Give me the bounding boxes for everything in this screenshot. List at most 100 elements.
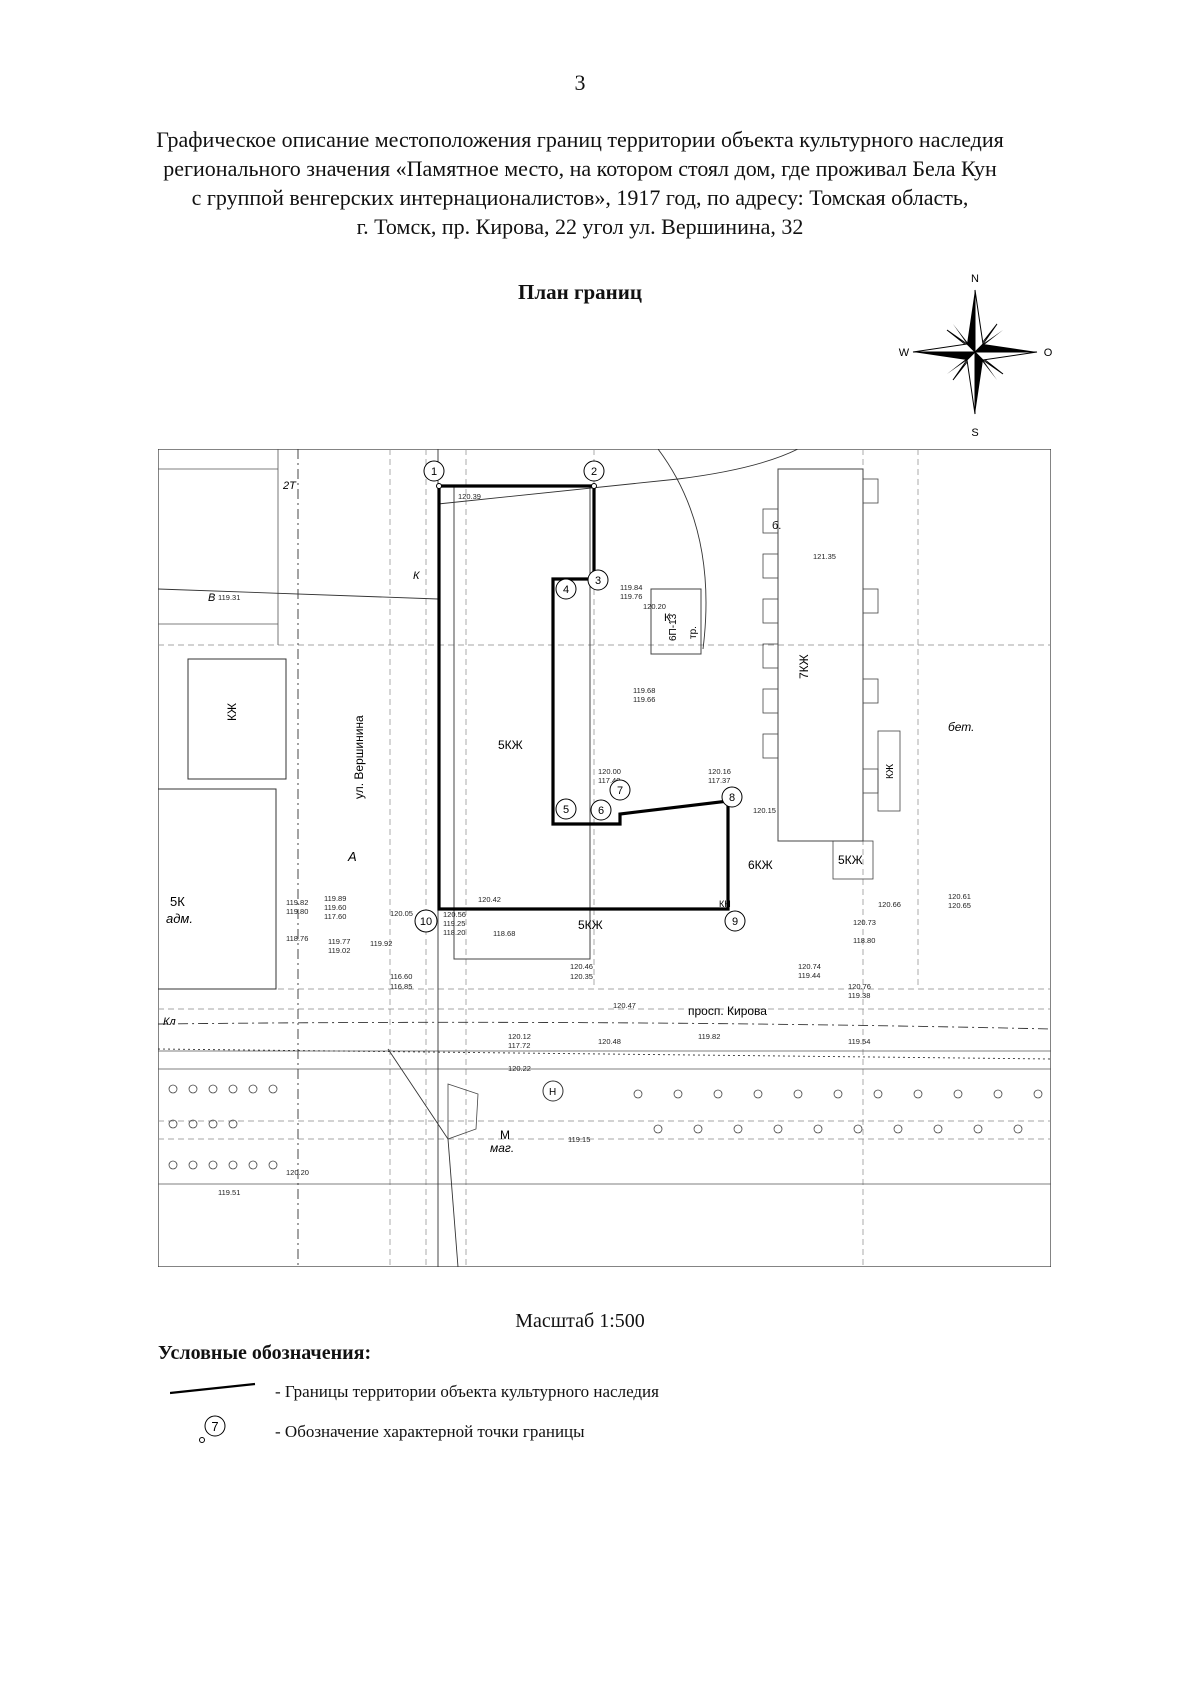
elevation-mark: 118.68 [493,929,515,938]
elevation-mark: 120.22 [508,1064,531,1073]
elevation-mark: 119.38 [848,991,870,1000]
elevation-mark: 120.35 [570,972,593,981]
elevation-mark: 119.54 [848,1037,870,1046]
main-building-label-lower: 5КЖ [578,918,603,932]
elevation-mark: 116.85 [390,982,412,991]
right-small-label: 5КЖ [838,853,863,867]
svg-text:5: 5 [563,804,569,816]
elevation-mark: 117.72 [508,1041,530,1050]
elevation-mark: 120.20 [643,602,666,611]
bet-label: бет. [948,720,974,734]
right-building-label: 7КЖ [797,654,811,679]
title-line: Графическое описание местоположения гран… [156,127,1004,152]
boundary-points: 1 2 3 4 5 6 7 8 9 10 [414,460,746,933]
left-building-label: КЖ [225,703,239,721]
elevation-mark: 120.56 [443,910,466,919]
svg-text:6: 6 [598,805,604,817]
svg-text:8: 8 [729,792,735,804]
elevation-mark: 119.66 [633,695,655,704]
boundary-point-10: 10 [414,909,438,933]
compass-rose-icon: N S W O [899,273,1053,439]
elevation-mark: 119.84 [620,583,642,592]
elevation-mark: 119.76 [620,592,642,601]
elevation-mark: 120.47 [613,1001,636,1010]
boundary-point-3: 3 [587,569,609,591]
utility-label-2t: 2Т [282,480,297,492]
boundary-point-5: 5 [555,798,577,820]
shop-label-2: маг. [490,1141,514,1155]
boundary-point-7: 7 [609,779,631,801]
title-line: с группой венгерских интернационалистов»… [191,185,969,210]
shop-label-1: М [500,1128,510,1142]
title-line: регионального значения «Памятное место, … [163,156,997,181]
kiosk-label-2: КН [719,899,731,909]
svg-text:2: 2 [591,466,597,478]
elevation-mark: 120.61 [948,892,971,901]
boundary-point-legend-icon: 7 [199,1415,226,1443]
elevation-mark: 119.77 [328,937,350,946]
elevation-mark: 120.12 [508,1032,531,1041]
elevation-mark: 117.37 [708,776,730,785]
utility-label-kl: Кл [163,1016,176,1028]
heritage-boundary [437,484,730,911]
garage-label: К [664,612,671,624]
left-adm-label-2: адм. [166,911,193,926]
right-small-label-2: 6КЖ [748,858,773,872]
elevation-mark: 119.02 [328,946,350,955]
elevation-mark: 119.82 [286,898,308,907]
kiosk-label-1: КЖ [885,763,896,779]
elevation-mark: 120.73 [853,918,876,927]
elevation-mark: 119.80 [286,907,308,916]
compass-w: W [899,347,910,359]
elevation-mark: 119.89 [324,894,346,903]
svg-text:7: 7 [617,785,623,797]
compass-n: N [971,273,979,285]
elevation-mark: 121.35 [813,552,836,561]
compass-o: O [1044,347,1053,359]
utility-label-v: В [208,592,215,604]
elevation-mark: 120.46 [570,962,593,971]
page-number: 3 [574,70,586,95]
garage-label-2: 6П-13 [668,613,679,641]
street-label-vershinina: ул. Вершинина [352,715,366,799]
garage-label-3: тр. [688,626,699,639]
main-building-label-upper: 5КЖ [498,738,523,752]
svg-text:3: 3 [595,575,601,587]
boundary-point-9: 9 [724,910,746,932]
legend-point-number: 7 [211,1419,218,1434]
boundary-point-8: 8 [721,786,743,808]
b-label: б. [772,520,781,532]
svg-text:10: 10 [420,916,432,928]
elevation-mark: 120.76 [848,982,871,991]
elevation-mark: 120.48 [598,1037,621,1046]
left-adm-label-1: 5К [170,894,185,909]
boundary-point-4: 4 [555,578,577,600]
boundary-line-legend-icon [170,1382,256,1395]
plan-title: План границ [518,280,642,304]
tree-row [168,1084,1043,1170]
area-label-a: А [347,849,357,864]
legend-point-text: - Обозначение характерной точки границы [275,1422,585,1441]
elevation-marks: 120.39 119.84 119.76 120.20 119.68 119.6… [218,492,971,1197]
elevation-mark: 120.15 [753,806,776,815]
elevation-mark: 119.31 [218,593,240,602]
svg-text:9: 9 [732,916,738,928]
street-label-kirova: просп. Кирова [688,1004,767,1018]
elevation-mark: 120.66 [878,900,901,909]
elevation-mark: 120.16 [708,767,731,776]
elevation-mark: 120.65 [948,901,971,910]
elevation-mark: 120.42 [478,895,501,904]
svg-text:1: 1 [431,466,437,478]
elevation-mark: 120.74 [798,962,821,971]
elevation-mark: 118.20 [443,928,465,937]
elevation-mark: 119.82 [698,1032,720,1041]
elevation-mark: 120.20 [286,1168,309,1177]
document-title: Графическое описание местоположения гран… [140,125,1020,241]
scale-text: Масштаб 1:500 [515,1310,645,1332]
elevation-mark: 119.15 [568,1135,590,1144]
elevation-mark: 119.60 [324,903,346,912]
boundary-point-6: 6 [590,799,612,821]
elevation-mark: 120.00 [598,767,621,776]
elevation-mark: 120.39 [458,492,481,501]
elevation-mark: 119.44 [798,971,820,980]
